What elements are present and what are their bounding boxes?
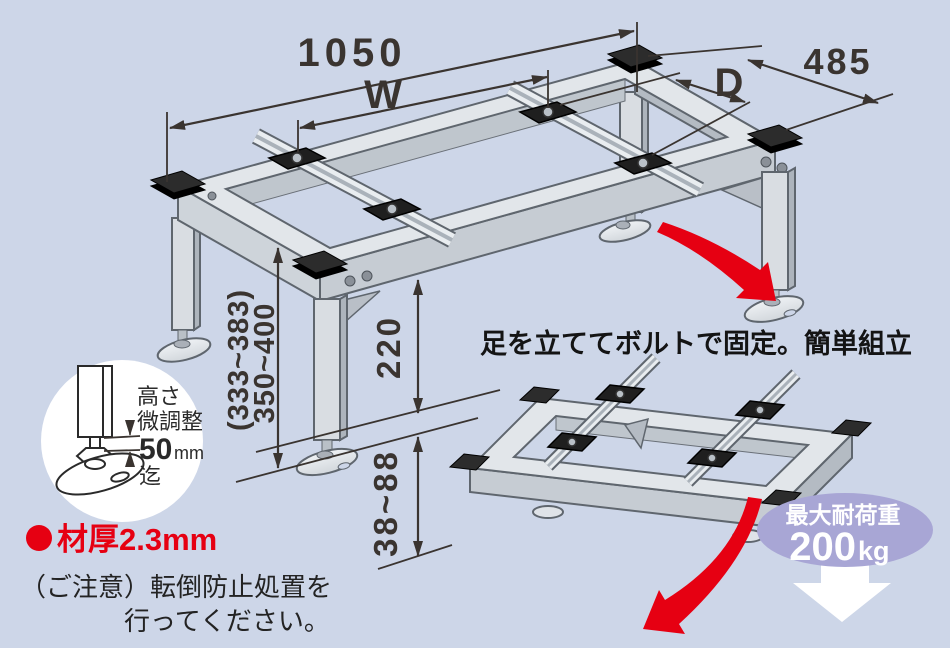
rivet bbox=[207, 191, 217, 201]
badge-unit: kg bbox=[858, 536, 890, 566]
max-load-badge: 最大耐荷重 200 kg bbox=[757, 493, 933, 622]
hinge-bracket bbox=[623, 417, 650, 450]
foot-detail-inset: 高さ 微調整 50 mm 迄 bbox=[41, 360, 204, 522]
dimension-annotations: 1050 W 485 D (333~383) 350~400 220 38~88 bbox=[166, 22, 894, 570]
inset-caption-line3: 迄 bbox=[139, 464, 161, 489]
dim-unit-width: W bbox=[299, 73, 548, 130]
badge-ellipse bbox=[757, 493, 933, 567]
dim-leg-length: 220 bbox=[370, 279, 423, 414]
caution-note: （ご注意）転倒防止処置を 行ってください。 bbox=[20, 572, 332, 636]
dim-foot-adjust-label: 38~88 bbox=[367, 449, 404, 557]
inset-caption-value: 50 bbox=[139, 433, 172, 466]
front-left-leg bbox=[295, 293, 359, 477]
folded-stand-illustration bbox=[448, 353, 873, 543]
assembly-note-text: 足を立ててボルトで固定。簡単組立 bbox=[480, 328, 912, 359]
dim-unit-width-label: W bbox=[364, 73, 402, 117]
dim-overall-height-paren-label: (333~383) bbox=[223, 289, 255, 431]
inset-caption-line1: 高さ bbox=[137, 384, 181, 409]
inset-caption-unit: mm bbox=[174, 443, 204, 463]
dim-foot-adjust: 38~88 bbox=[367, 436, 423, 557]
load-arrow-icon bbox=[793, 555, 891, 622]
red-bullet-icon bbox=[26, 525, 52, 551]
inset-dimension-marks bbox=[103, 420, 141, 467]
front-right-leg bbox=[743, 166, 805, 323]
badge-value: 200 bbox=[789, 525, 856, 569]
dim-total-width-label: 1050 bbox=[298, 31, 407, 75]
dim-total-depth-label: 485 bbox=[803, 41, 872, 82]
rivet bbox=[760, 156, 772, 168]
rivet bbox=[361, 270, 373, 282]
corner-caps bbox=[149, 44, 804, 280]
rivet bbox=[344, 275, 356, 287]
material-note-text: 材厚2.3mm bbox=[57, 522, 217, 557]
rear-left-leg bbox=[156, 212, 212, 363]
dim-total-depth: 485 bbox=[747, 41, 879, 105]
rotate-arrow-icon bbox=[657, 222, 776, 301]
badge-title: 最大耐荷重 bbox=[786, 502, 901, 528]
folded-foot bbox=[532, 505, 564, 519]
dim-unit-depth-label: D bbox=[715, 61, 744, 105]
caution-line1: （ご注意）転倒防止処置を bbox=[20, 572, 332, 602]
caution-line2: 行ってください。 bbox=[124, 606, 330, 636]
folded-pads bbox=[546, 384, 786, 468]
dim-overall-height-label: 350~400 bbox=[249, 303, 281, 424]
dim-unit-depth: D bbox=[675, 61, 746, 105]
inset-caption-line2: 微調整 bbox=[137, 409, 203, 434]
material-note: 材厚2.3mm bbox=[26, 522, 217, 557]
rotate-arrow-icon bbox=[643, 497, 762, 634]
dim-leg-length-label: 220 bbox=[370, 315, 407, 379]
dim-overall-height: (333~383) 350~400 bbox=[223, 247, 283, 469]
